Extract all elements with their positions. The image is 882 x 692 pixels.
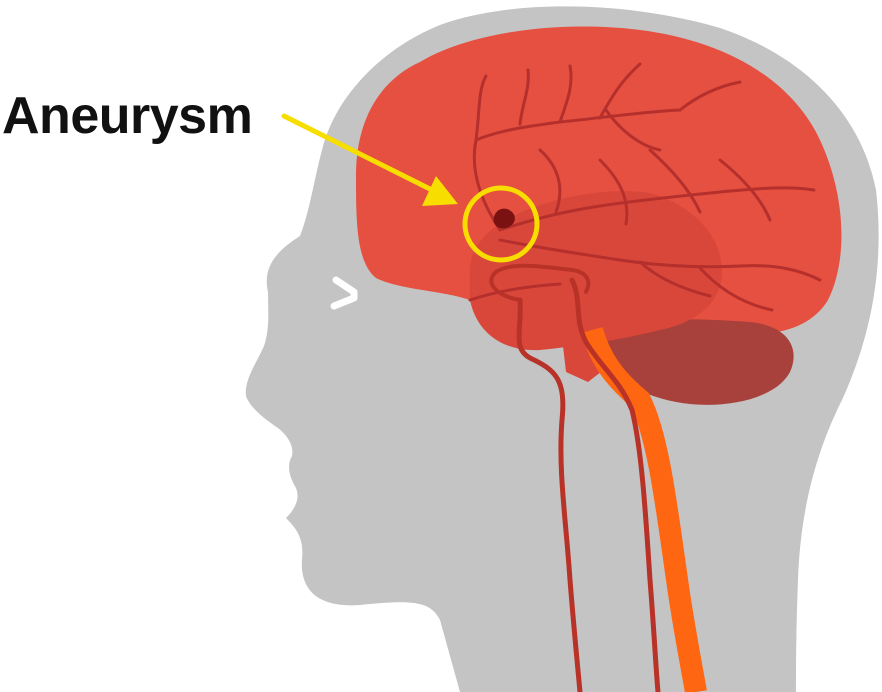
vertebral-artery	[569, 277, 661, 692]
temporal-lobe	[470, 190, 722, 351]
basilar-loop	[489, 263, 591, 302]
eye-mark	[330, 276, 358, 310]
circle-highlight-icon	[462, 185, 540, 263]
aneurysm-sac	[493, 208, 515, 229]
arrow-icon	[281, 113, 458, 206]
cerebral-vessels	[468, 62, 822, 312]
jugular-vein	[581, 326, 707, 692]
internal-carotid-artery	[516, 297, 583, 692]
cerebellum	[596, 319, 794, 405]
aneurysm-label: Aneurysm	[2, 87, 253, 145]
